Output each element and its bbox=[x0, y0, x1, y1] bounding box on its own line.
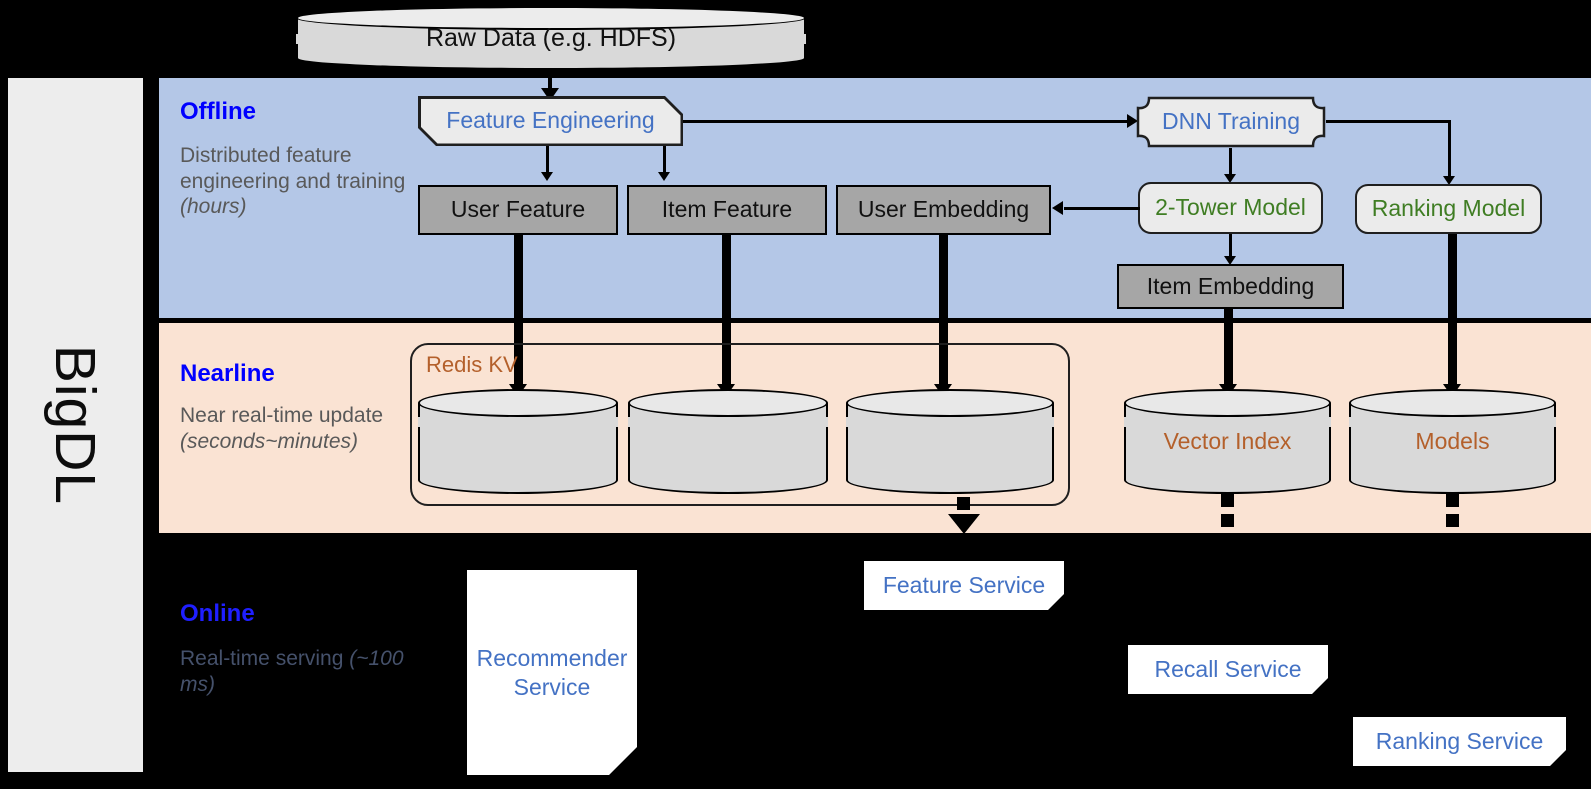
connector-2tower-userembedding bbox=[1064, 207, 1140, 210]
models-label: Models bbox=[1415, 428, 1490, 454]
dnn-training-label: DNN Training bbox=[1161, 108, 1301, 135]
feature-engineering-node[interactable]: Feature Engineering bbox=[418, 96, 683, 146]
cylinder-top bbox=[628, 389, 828, 417]
connector-rawdata-fe bbox=[548, 70, 552, 90]
dash-models-rankingservice-2 bbox=[1446, 514, 1459, 527]
pipe-rankingmodel-models bbox=[1448, 234, 1457, 391]
connector-fe-dnn bbox=[683, 120, 1129, 123]
offline-stage-title: Offline bbox=[180, 98, 256, 125]
ranking-service-node[interactable]: Ranking Service bbox=[1353, 717, 1566, 766]
ranking-model-label: Ranking Model bbox=[1371, 195, 1526, 222]
feature-service-node[interactable]: Feature Service bbox=[864, 561, 1064, 610]
pipe-userfeature-store bbox=[514, 235, 523, 391]
two-tower-model-label: 2-Tower Model bbox=[1155, 194, 1306, 221]
raw-data-label: Raw Data (e.g. HDFS) bbox=[425, 23, 677, 52]
recall-service-label: Recall Service bbox=[1154, 656, 1302, 683]
arrow-fe-itemfeature bbox=[658, 172, 670, 181]
arrow-2tower-userembedding bbox=[1052, 201, 1063, 215]
item-feature-store-label bbox=[628, 389, 828, 494]
online-desc-emphasis: (~100 ms) bbox=[180, 647, 404, 696]
cylinder-cap bbox=[628, 417, 828, 427]
bigdl-text: BigDL bbox=[43, 344, 108, 506]
raw-data-store: Raw Data (e.g. HDFS) bbox=[296, 6, 806, 70]
connector-fe-userfeature bbox=[546, 146, 549, 174]
dnn-training-shape bbox=[1136, 96, 1326, 148]
dnn-training-node[interactable]: DNN Training bbox=[1136, 96, 1326, 148]
cylinder-cap bbox=[1349, 417, 1556, 427]
dash-vectorindex-recallservice-1 bbox=[1221, 494, 1234, 507]
arrow-fe-dnn bbox=[1127, 114, 1138, 128]
connector-2tower-itemembedding bbox=[1229, 234, 1232, 259]
item-feature-store-cylinder[interactable] bbox=[628, 389, 828, 494]
ranking-service-label: Ranking Service bbox=[1375, 728, 1544, 755]
offline-desc-text: Distributed feature engineering and trai… bbox=[180, 144, 406, 193]
recall-service-node[interactable]: Recall Service bbox=[1128, 645, 1328, 694]
item-embedding-node[interactable]: Item Embedding bbox=[1117, 264, 1344, 309]
connector-dnn-2tower bbox=[1229, 148, 1232, 176]
cylinder-top bbox=[1124, 389, 1331, 417]
models-cylinder[interactable]: Models bbox=[1349, 389, 1556, 494]
online-desc-text: Real-time serving bbox=[180, 647, 350, 670]
cylinder-top bbox=[846, 389, 1054, 417]
user-feature-node[interactable]: User Feature bbox=[418, 185, 618, 235]
offline-stage-description: Distributed feature engineering and trai… bbox=[180, 143, 415, 220]
redis-kv-label: Redis KV bbox=[426, 352, 518, 377]
connector-dnn-ranking-v bbox=[1448, 120, 1451, 178]
cylinder-cap bbox=[1124, 417, 1331, 427]
user-feature-label: User Feature bbox=[450, 196, 586, 223]
user-embedding-store-cylinder[interactable] bbox=[846, 389, 1054, 494]
cylinder-body bbox=[418, 403, 618, 480]
recommender-service-node[interactable]: Recommender Service bbox=[467, 570, 637, 775]
dash-userembedding-featureservice-1 bbox=[957, 497, 970, 510]
dash-models-rankingservice-1 bbox=[1446, 494, 1459, 507]
connector-dnn-ranking-h bbox=[1326, 120, 1451, 123]
cylinder-cap bbox=[418, 417, 618, 427]
feature-engineering-inner: Feature Engineering bbox=[421, 99, 681, 144]
vector-index-cylinder[interactable]: Vector Index bbox=[1124, 389, 1331, 494]
bigdl-framework-rail bbox=[8, 78, 143, 772]
feature-engineering-label: Feature Engineering bbox=[446, 107, 655, 134]
nearline-stage-description: Near real-time update (seconds~minutes) bbox=[180, 403, 415, 454]
cylinder-cap bbox=[846, 417, 1054, 427]
pipe-itemfeature-store bbox=[722, 235, 731, 391]
connector-fe-itemfeature bbox=[663, 146, 666, 174]
recommender-service-label: Recommender Service bbox=[476, 644, 628, 700]
redis-kv-container bbox=[410, 343, 1070, 506]
nearline-desc-emphasis: (seconds~minutes) bbox=[180, 429, 358, 453]
arrow-dnn-2tower bbox=[1224, 174, 1236, 183]
feature-service-label: Feature Service bbox=[882, 572, 1046, 599]
item-feature-label: Item Feature bbox=[661, 196, 793, 223]
arrow-fe-userfeature bbox=[541, 172, 553, 181]
cylinder-top bbox=[418, 389, 618, 417]
cylinder-top bbox=[1349, 389, 1556, 417]
user-embedding-node[interactable]: User Embedding bbox=[836, 185, 1051, 235]
cylinder-cap bbox=[296, 34, 806, 44]
online-stage-description: Real-time serving (~100 ms) bbox=[180, 646, 415, 697]
user-embedding-label: User Embedding bbox=[857, 196, 1030, 223]
cylinder-top bbox=[296, 6, 806, 30]
two-tower-model-node[interactable]: 2-Tower Model bbox=[1138, 182, 1323, 234]
nearline-stage-title: Nearline bbox=[180, 360, 275, 387]
vector-index-label: Vector Index bbox=[1163, 428, 1292, 454]
item-embedding-label: Item Embedding bbox=[1146, 272, 1315, 299]
user-feature-store-cylinder[interactable] bbox=[418, 389, 618, 494]
user-feature-store-label bbox=[418, 389, 618, 494]
dash-vectorindex-recallservice-2 bbox=[1221, 514, 1234, 527]
arrow-userembedding-featureservice bbox=[948, 514, 980, 534]
bigdl-label: BigDL bbox=[8, 78, 143, 772]
pipe-itemembedding-vectorindex bbox=[1224, 309, 1233, 391]
user-embedding-store-label bbox=[846, 389, 1054, 494]
item-feature-node[interactable]: Item Feature bbox=[627, 185, 827, 235]
ranking-model-node[interactable]: Ranking Model bbox=[1355, 184, 1542, 234]
offline-desc-emphasis: (hours) bbox=[180, 195, 247, 219]
online-stage-title: Online bbox=[180, 600, 255, 627]
arrow-2tower-itemembedding bbox=[1224, 256, 1236, 265]
pipe-userembedding-store bbox=[939, 235, 948, 391]
arrow-dnn-ranking bbox=[1443, 176, 1455, 185]
nearline-desc-text: Near real-time update bbox=[180, 404, 384, 427]
